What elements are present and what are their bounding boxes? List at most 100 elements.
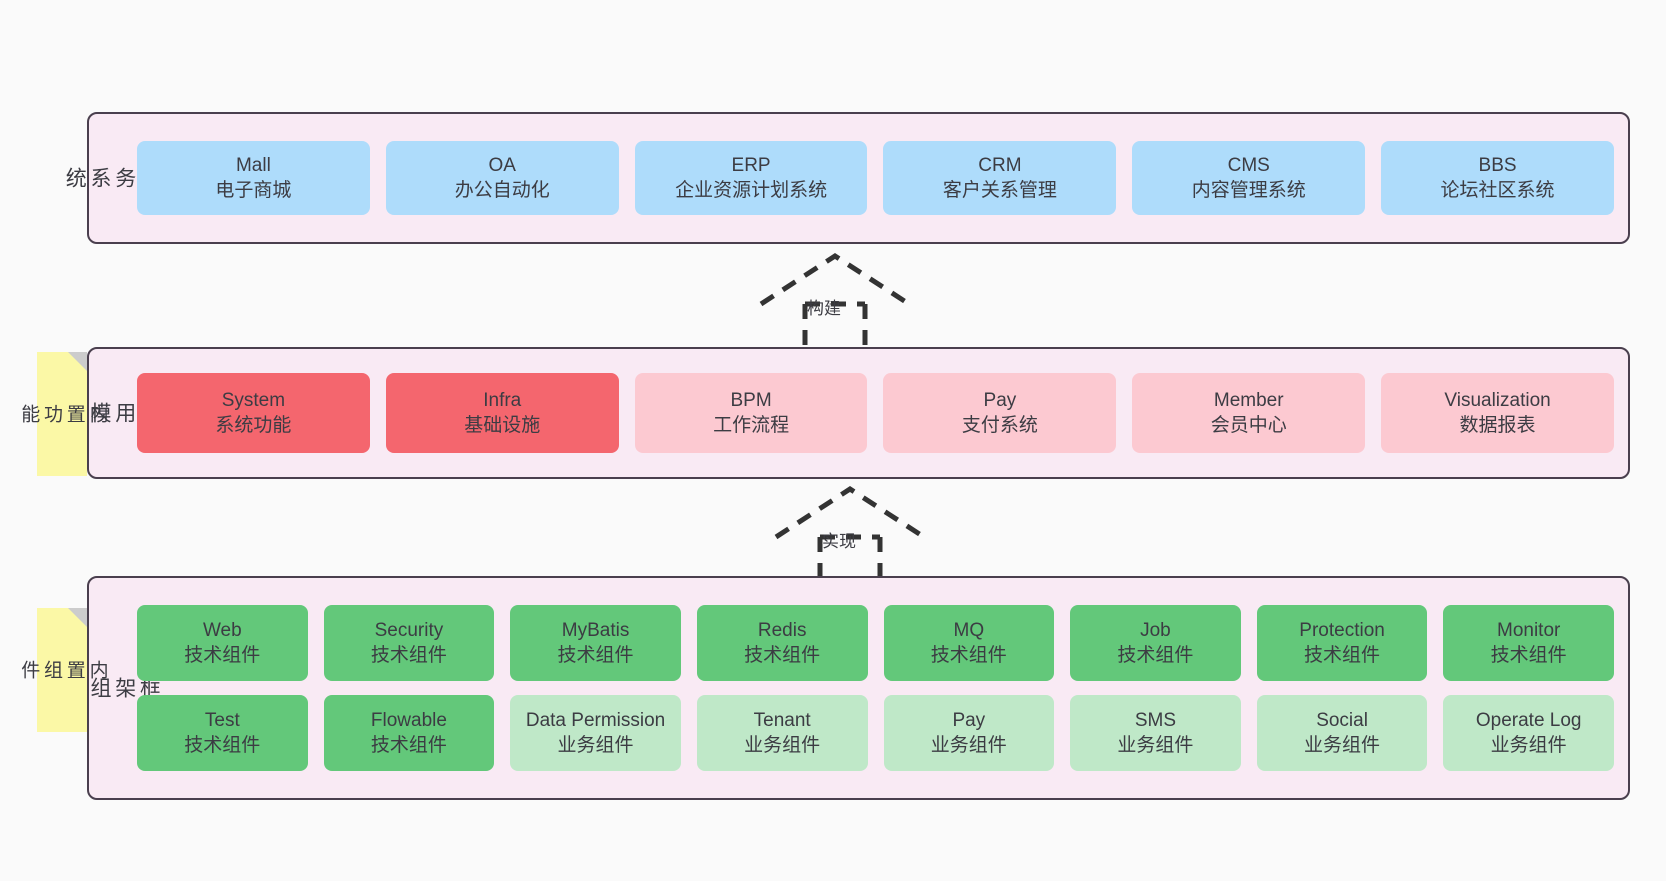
card-infra[interactable]: Infra 基础设施 (385, 373, 619, 453)
card-title: Monitor (1497, 619, 1561, 641)
card-title: Infra (483, 389, 522, 411)
card-subtitle: 基础设施 (464, 415, 541, 436)
card-row: System 系统功能 Infra 基础设施 BPM 工作流程 Pay 支付系统… (137, 373, 1614, 453)
card-subtitle: 技术组件 (1304, 645, 1381, 666)
card-protection[interactable]: Protection 技术组件 (1256, 605, 1428, 681)
connector-build-label: 构建 (807, 299, 841, 318)
card-pay-module[interactable]: Pay 支付系统 (883, 373, 1117, 453)
card-title: Web (202, 619, 242, 641)
layer-common-modules: 通 用 模 块 System 系统功能 Infra 基础设施 BPM 工作流程 … (63, 347, 1630, 479)
card-subtitle: 业务组件 (744, 735, 821, 756)
card-mq[interactable]: MQ 技术组件 (883, 605, 1055, 681)
card-title: MyBatis (561, 619, 630, 641)
card-subtitle: 办公自动化 (454, 180, 550, 201)
card-cms[interactable]: CMS 内容管理系统 (1132, 141, 1366, 215)
card-title: Operate Log (1475, 709, 1582, 731)
card-sms[interactable]: SMS 业务组件 (1070, 695, 1241, 771)
card-title: Security (374, 619, 444, 641)
card-system[interactable]: System 系统功能 (137, 373, 370, 453)
card-redis[interactable]: Redis 技术组件 (696, 605, 868, 681)
card-subtitle: 技术组件 (370, 735, 447, 756)
card-subtitle: 内容管理系统 (1191, 180, 1306, 201)
card-title: SMS (1134, 709, 1177, 731)
card-visualization[interactable]: Visualization 数据报表 (1381, 373, 1614, 453)
layer-business-systems: 业 务 系 统 Mall 电子商城 OA 办公自动化 ERP 企业资源计划系统 … (63, 112, 1630, 244)
card-member[interactable]: Member 会员中心 (1132, 373, 1366, 453)
card-row-business: Test 技术组件 Flowable 技术组件 Data Permission … (137, 695, 1614, 771)
card-title: Tenant (753, 709, 811, 731)
card-subtitle: 会员中心 (1210, 415, 1287, 436)
card-monitor[interactable]: Monitor 技术组件 (1443, 605, 1614, 681)
layer-business-systems-body: Mall 电子商城 OA 办公自动化 ERP 企业资源计划系统 CRM 客户关系… (133, 114, 1628, 242)
card-title: Mall (235, 154, 271, 176)
page-fold-icon (68, 608, 87, 627)
card-title: Visualization (1444, 389, 1551, 411)
card-crm[interactable]: CRM 客户关系管理 (883, 141, 1117, 215)
card-subtitle: 企业资源计划系统 (675, 180, 828, 201)
card-subtitle: 工作流程 (713, 415, 790, 436)
layer-framework-components: 框 架 组 件 Web 技术组件 Security 技术组件 MyBatis 技… (63, 576, 1630, 800)
card-social[interactable]: Social 业务组件 (1256, 695, 1428, 771)
card-flowable[interactable]: Flowable 技术组件 (323, 695, 495, 771)
layer-framework-components-title: 框 架 组 件 (63, 677, 161, 699)
card-mybatis[interactable]: MyBatis 技术组件 (510, 605, 681, 681)
card-oa[interactable]: OA 办公自动化 (385, 141, 619, 215)
card-title: Test (204, 709, 240, 731)
card-subtitle: 业务组件 (1304, 735, 1381, 756)
card-subtitle: 技术组件 (930, 645, 1007, 666)
card-operate-log[interactable]: Operate Log 业务组件 (1443, 695, 1614, 771)
card-title: Pay (952, 709, 986, 731)
layer-common-modules-body: System 系统功能 Infra 基础设施 BPM 工作流程 Pay 支付系统… (133, 349, 1628, 477)
card-title: MQ (953, 619, 985, 641)
card-title: BPM (730, 389, 772, 411)
layer-business-systems-title: 业 务 系 统 (63, 167, 160, 189)
connector-implement-label: 实现 (822, 532, 856, 551)
card-title: Protection (1299, 619, 1385, 641)
card-pay-component[interactable]: Pay 业务组件 (883, 695, 1055, 771)
card-mall[interactable]: Mall 电子商城 (137, 141, 370, 215)
card-title: CMS (1227, 154, 1270, 176)
card-subtitle: 客户关系管理 (942, 180, 1057, 201)
card-title: BBS (1478, 154, 1517, 176)
card-subtitle: 技术组件 (744, 645, 821, 666)
card-erp[interactable]: ERP 企业资源计划系统 (634, 141, 868, 215)
card-title: System (221, 389, 286, 411)
note-builtin-components-text: 内 置 组 件 (18, 660, 108, 680)
card-title: Redis (757, 619, 807, 641)
page-fold-icon (68, 352, 87, 371)
card-title: Social (1316, 709, 1368, 731)
card-title: Data Permission (525, 709, 666, 731)
card-subtitle: 论坛社区系统 (1440, 180, 1555, 201)
card-subtitle: 技术组件 (1117, 645, 1194, 666)
card-subtitle: 业务组件 (1490, 735, 1567, 756)
layer-framework-components-body: Web 技术组件 Security 技术组件 MyBatis 技术组件 Redi… (133, 578, 1628, 798)
note-builtin-features: 内 置 功 能 (18, 352, 108, 476)
card-subtitle: 业务组件 (930, 735, 1007, 756)
card-security[interactable]: Security 技术组件 (323, 605, 495, 681)
card-subtitle: 数据报表 (1459, 415, 1536, 436)
card-data-permission[interactable]: Data Permission 业务组件 (510, 695, 681, 771)
card-subtitle: 支付系统 (961, 415, 1038, 436)
arrowhead-triangle (774, 486, 926, 540)
card-bbs[interactable]: BBS 论坛社区系统 (1381, 141, 1614, 215)
card-title: CRM (978, 154, 1022, 176)
card-subtitle: 业务组件 (1117, 735, 1194, 756)
card-title: OA (488, 154, 516, 176)
card-subtitle: 技术组件 (1490, 645, 1567, 666)
card-bpm[interactable]: BPM 工作流程 (634, 373, 868, 453)
card-subtitle: 技术组件 (370, 645, 447, 666)
card-title: Flowable (370, 709, 447, 731)
connector-build: 构建 (745, 252, 925, 352)
card-subtitle: 系统功能 (215, 415, 292, 436)
arrowhead-triangle (759, 253, 911, 307)
note-builtin-components: 内 置 组 件 (18, 608, 108, 732)
card-web[interactable]: Web 技术组件 (137, 605, 308, 681)
note-builtin-features-text: 内 置 功 能 (18, 404, 108, 424)
connector-implement: 实现 (760, 485, 940, 585)
card-test[interactable]: Test 技术组件 (137, 695, 308, 771)
card-tenant[interactable]: Tenant 业务组件 (696, 695, 868, 771)
card-subtitle: 业务组件 (557, 735, 634, 756)
card-subtitle: 电子商城 (215, 180, 292, 201)
card-job[interactable]: Job 技术组件 (1070, 605, 1241, 681)
